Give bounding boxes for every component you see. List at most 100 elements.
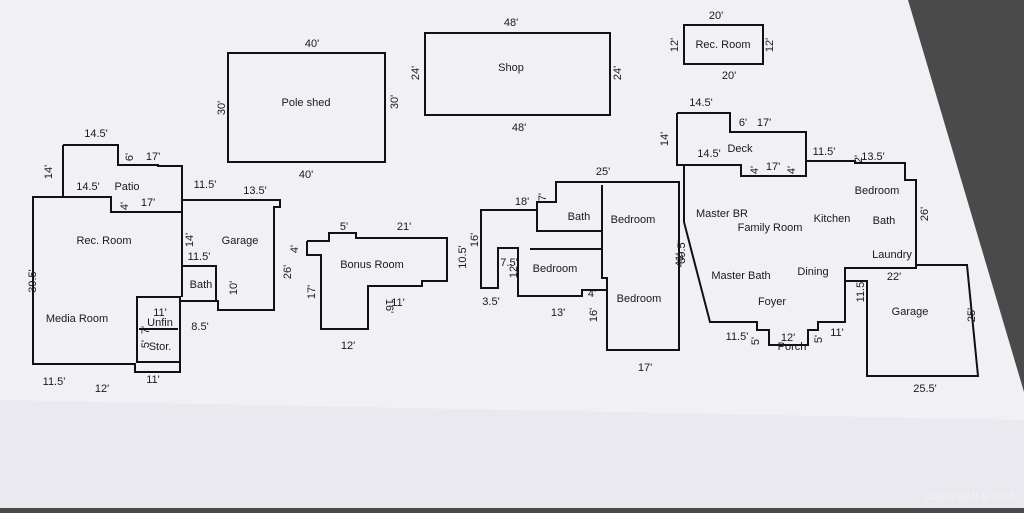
basement-dim-garage-left: 11.5' xyxy=(194,179,217,191)
shop-dim-left: 24' xyxy=(410,66,422,80)
main-deck-label: Deck xyxy=(727,143,753,155)
upper-dim-top: 25' xyxy=(596,166,610,178)
basement-rec-room-label: Rec. Room xyxy=(76,235,131,247)
upper-outline xyxy=(480,181,680,351)
upper-dim-right-height: 41' xyxy=(674,253,686,267)
bonus-dim-inner-horizontal: 11' xyxy=(391,297,405,309)
upper-dim-step-small: 4' xyxy=(588,288,596,300)
main-foyer-label: Foyer xyxy=(758,296,786,308)
shop-dim-bottom: 48' xyxy=(512,122,526,134)
bonus-dim-left-small: 4' xyxy=(289,245,301,253)
upper-bedroom3-label: Bedroom xyxy=(617,293,662,305)
basement-dim-garage-inner: 14' xyxy=(184,233,196,247)
upper-bedroom1-label: Bedroom xyxy=(611,214,656,226)
main-garage-label: Garage xyxy=(892,306,929,318)
bonus-room: Bonus Room 5' 21' 4' 17' 16' 11' 12' xyxy=(289,221,448,352)
watermark: CarolinaMLS 2015 xyxy=(925,491,1016,503)
basement-dim-garage-top: 13.5' xyxy=(243,185,267,197)
basement-dim-patio-width: 14.5' xyxy=(76,181,100,193)
main-dim-left-height: 39.5' xyxy=(676,240,688,264)
bonus-label: Bonus Room xyxy=(340,259,404,271)
main-garage-outline xyxy=(844,264,980,377)
basement-dim-top-left-height: 14' xyxy=(43,165,55,179)
upper-bath-label: Bath xyxy=(568,211,591,223)
upper-dim-top-step: 7' xyxy=(537,193,549,201)
upper-dim-bottom-mid: 13' xyxy=(551,307,565,319)
upper-bath-wall xyxy=(536,210,602,232)
rec-room-dim-top: 20' xyxy=(709,10,723,22)
rec-room-label: Rec. Room xyxy=(695,39,750,51)
shop-label: Shop xyxy=(498,62,524,74)
rec-room-dim-left: 12' xyxy=(669,38,681,52)
main-dim-right-height: 26' xyxy=(919,207,931,221)
main-dim-porch-left: 11.5' xyxy=(726,331,749,343)
main-dim-deck-top: 14.5' xyxy=(689,97,713,109)
basement-media-room-label: Media Room xyxy=(46,313,108,325)
basement-dim-stor-side2: 5' xyxy=(140,340,152,348)
storage-outline xyxy=(136,296,181,363)
basement-dim-notch-small: 6' xyxy=(124,153,136,161)
upper-dim-inner-vertical: 16' xyxy=(588,308,600,322)
main-dim-porch-step: 5' xyxy=(750,337,762,345)
upper-bedroom2-label: Bedroom xyxy=(533,263,578,275)
bonus-dim-top-small: 5' xyxy=(340,221,348,233)
bonus-dim-top: 21' xyxy=(397,221,411,233)
pole-shed-label: Pole shed xyxy=(282,97,331,109)
basement-dim-stor-top: 11' xyxy=(153,307,167,319)
main-family-room-label: Family Room xyxy=(738,222,803,234)
shop-outline xyxy=(424,32,611,116)
rec-room-dim-right: 12' xyxy=(764,38,776,52)
shop-dim-top: 48' xyxy=(504,17,518,29)
basement-dim-stor-side: 7' xyxy=(140,326,152,334)
basement-stor-label: Stor. xyxy=(149,341,172,353)
upper-dim-bottom-notch: 3.5' xyxy=(482,296,499,308)
main-master-br-label: Master BR xyxy=(696,208,748,220)
basement-dim-bottom-left: 11.5' xyxy=(43,376,66,388)
pole-shed-dim-left: 30' xyxy=(216,101,228,115)
basement-outline xyxy=(32,144,281,373)
main-deck-wall xyxy=(684,161,807,177)
basement-dim-stor-bottom: 11' xyxy=(146,374,160,386)
main-dim-garage-left: 11.5' xyxy=(855,280,867,303)
upper-dim-left-inner: 16' xyxy=(469,233,481,247)
main-dim-deck-notch: 6' xyxy=(739,117,747,129)
bonus-dim-inner-vertical: 16' xyxy=(383,299,395,313)
shop: Shop 48' 48' 24' 24' xyxy=(410,17,624,134)
pole-shed-outline xyxy=(227,52,386,163)
main-dim-deck-width: 14.5' xyxy=(697,148,721,160)
pole-shed-dim-bottom: 40' xyxy=(299,169,313,181)
main-bedroom-label: Bedroom xyxy=(855,185,900,197)
main-dim-kitchen-top: 11.5' xyxy=(813,146,836,158)
bonus-dim-bottom: 12' xyxy=(341,340,355,352)
main-level: Deck Master BR Family Room Kitchen Bedro… xyxy=(659,97,980,395)
bonus-dim-left: 17' xyxy=(306,285,318,299)
main-dim-porch-step2: 5' xyxy=(813,335,825,343)
upper-dim-top-left: 18' xyxy=(515,196,529,208)
bonus-outline xyxy=(306,232,448,330)
main-dim-bedroom-step: 2' xyxy=(853,155,865,163)
rec-garage-wall xyxy=(181,212,217,301)
upper-bedroom-wall-2 xyxy=(601,249,608,290)
upper-dim-bottom: 17' xyxy=(638,362,652,374)
main-dim-porch-width: 12' xyxy=(781,332,795,344)
basement-level: Patio Rec. Room Garage Bath Media Room U… xyxy=(27,128,294,395)
upper-dim-left-outer: 10.5' xyxy=(457,245,469,269)
basement-dim-bottom-mid: 12' xyxy=(95,383,109,395)
basement-patio-label: Patio xyxy=(114,181,139,193)
main-dim-garage-right: 25' xyxy=(966,308,978,322)
basement-garage-label: Garage xyxy=(222,235,259,247)
basement-dim-step: 8.5' xyxy=(191,321,208,333)
basement-dim-right-height: 26' xyxy=(282,265,294,279)
upper-level: Bath Bedroom Bedroom Bedroom 25' 18' 7' … xyxy=(457,166,686,374)
main-dim-deck-notch-long: 17' xyxy=(757,117,771,129)
main-dim-bedroom-top: 13.5' xyxy=(861,151,885,163)
basement-dim-left-height: 39.5' xyxy=(27,269,39,293)
main-dining-label: Dining xyxy=(797,266,828,278)
main-kitchen-label: Kitchen xyxy=(814,213,851,225)
upper-dim-notch-inner: 12' xyxy=(508,264,520,278)
pole-shed-dim-top: 40' xyxy=(305,38,319,50)
main-dim-deck-step2: 4' xyxy=(786,166,798,174)
rec-room-outbuilding: Rec. Room 20' 20' 12' 12' xyxy=(669,10,776,82)
